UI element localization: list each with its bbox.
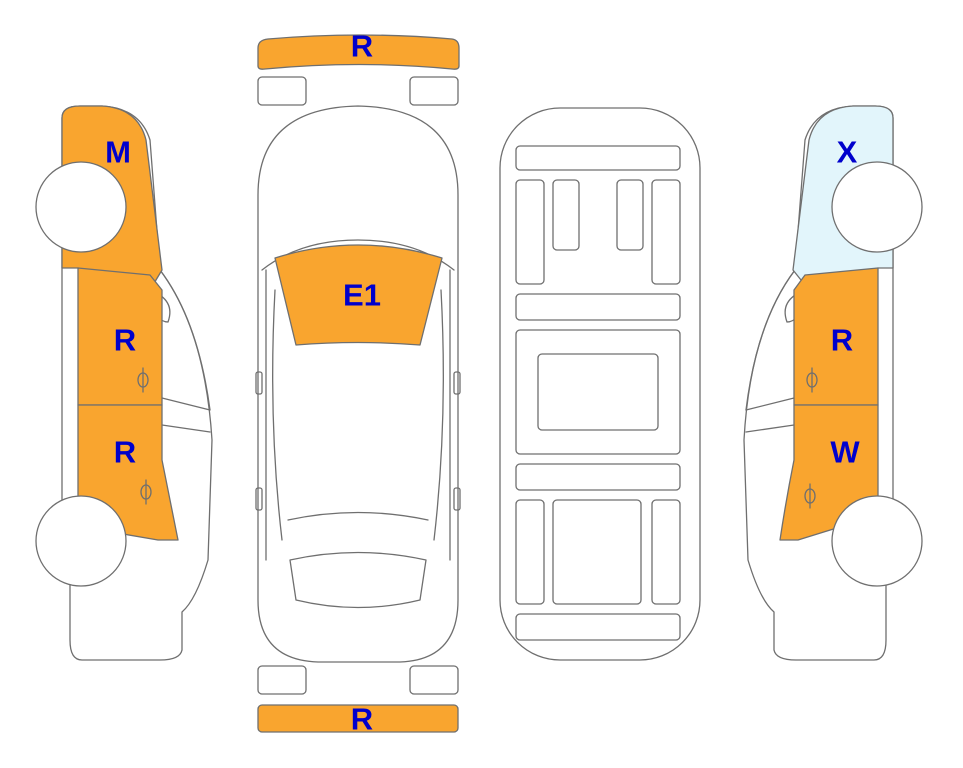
right-rear-wheel [831,495,923,587]
front-right-light [409,76,459,106]
car-top-view: R E1 R [255,29,461,737]
left-front-door-code: R [114,323,136,358]
rear-bumper-code: R [351,702,373,737]
top-body-outline [257,105,459,663]
front-left-light [257,76,307,106]
windshield-code: E1 [343,278,381,313]
rear-left-light [257,665,307,695]
right-front-wheel [831,161,923,253]
left-rear-door-code: R [114,435,136,470]
rear-bumper-panel[interactable] [257,704,459,733]
right-front-door-panel[interactable] [793,267,879,406]
left-front-door-panel[interactable] [77,267,163,406]
windshield-panel[interactable] [274,244,443,346]
right-rear-quarter-code: X [837,135,858,170]
car-left-side-view: M R R [35,105,213,661]
car-underbody-view [499,107,701,661]
left-front-wheel [35,161,127,253]
front-bumper-panel[interactable] [257,34,460,70]
right-rear-door-code: W [830,435,860,470]
front-bumper-code: R [351,29,373,64]
underbody-outline [499,107,701,661]
rear-right-light [409,665,459,695]
right-front-door-code: R [831,323,853,358]
car-right-side-view: X R W [743,105,923,661]
left-front-fender-code: M [105,135,131,170]
left-rear-wheel [35,495,127,587]
